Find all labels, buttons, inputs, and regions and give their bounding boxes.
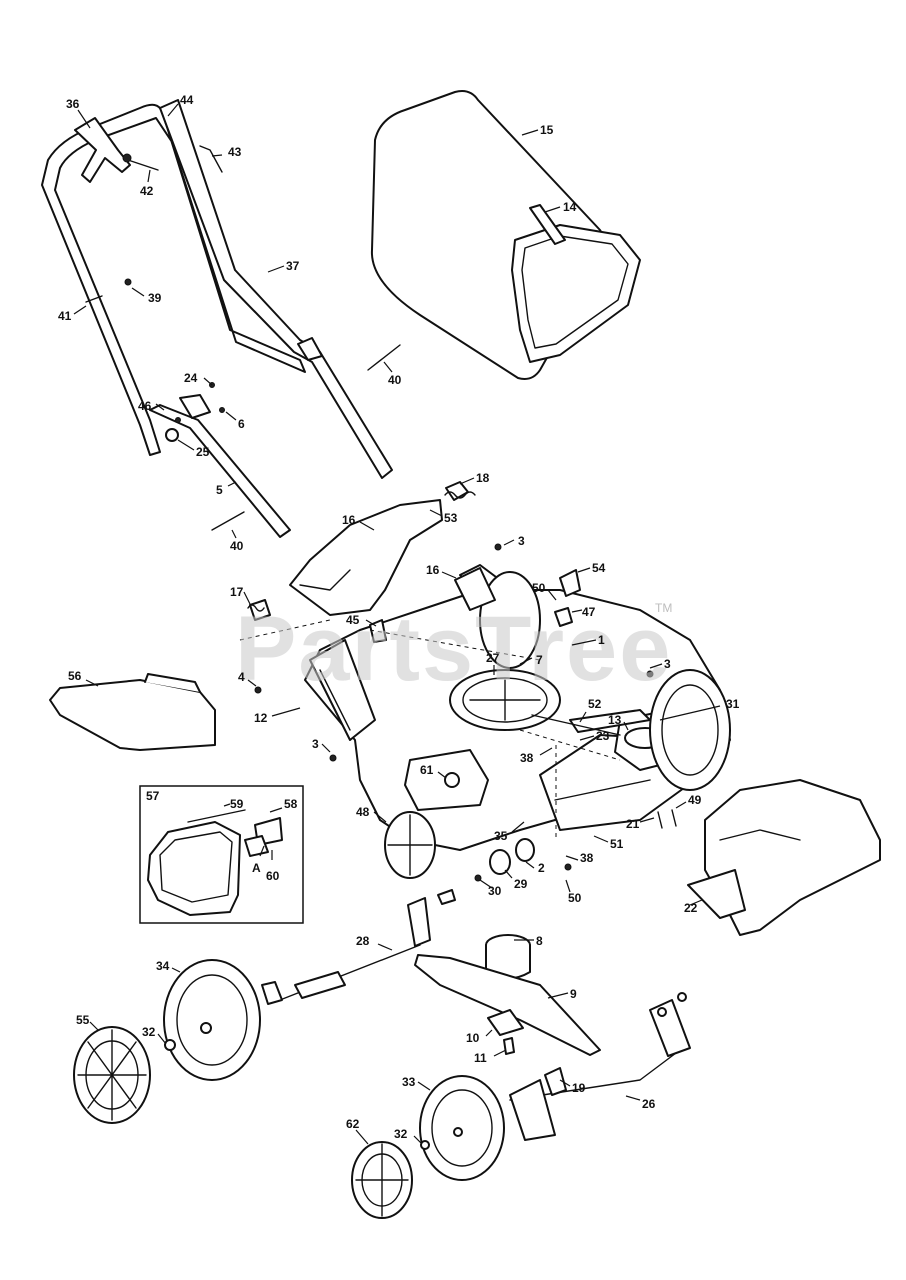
callout-16a: 16 — [342, 513, 356, 527]
blade — [414, 954, 601, 1056]
callout-37: 37 — [286, 259, 300, 273]
callout-41: 41 — [58, 309, 72, 323]
callout-9: 9 — [570, 987, 577, 1001]
callout-4: 4 — [238, 670, 245, 684]
callout-17: 17 — [230, 585, 244, 599]
callout-55: 55 — [76, 1013, 90, 1027]
hubcap-55 — [73, 1026, 151, 1124]
callout-53: 53 — [444, 511, 458, 525]
side-discharge-cover — [49, 673, 216, 751]
callout-32a: 32 — [142, 1025, 156, 1039]
callout-19: 19 — [572, 1081, 586, 1095]
callout-11: 11 — [474, 1051, 487, 1065]
callout-27: 27 — [486, 651, 500, 665]
callout-5: 5 — [216, 483, 223, 497]
callout-31: 31 — [726, 697, 740, 711]
callout-40b: 40 — [230, 539, 244, 553]
callout-6: 6 — [238, 417, 245, 431]
callout-62: 62 — [346, 1117, 360, 1131]
callout-36: 36 — [66, 97, 80, 111]
callout-25: 25 — [196, 445, 210, 459]
lower-handle — [85, 99, 401, 538]
callout-34: 34 — [156, 959, 170, 973]
callout-3a: 3 — [518, 534, 525, 548]
callout-30: 30 — [488, 884, 502, 898]
upper-handle — [41, 103, 306, 456]
callout-16b: 16 — [426, 563, 440, 577]
rear-wheel-right — [649, 669, 731, 791]
callout-57: 57 — [146, 789, 160, 803]
callout-26: 26 — [642, 1097, 656, 1111]
callout-61: 61 — [420, 763, 434, 777]
callout-48: 48 — [356, 805, 370, 819]
callout-2: 2 — [538, 861, 545, 875]
callout-40a: 40 — [388, 373, 402, 387]
callout-A: A — [252, 861, 261, 875]
callout-50b: 50 — [568, 891, 582, 905]
callout-3c: 3 — [312, 737, 319, 751]
callout-47: 47 — [582, 605, 596, 619]
watermark-trademark: TM — [655, 601, 672, 615]
callout-58: 58 — [284, 797, 298, 811]
callout-44: 44 — [180, 93, 194, 107]
callout-28: 28 — [356, 934, 370, 948]
grass-bag — [370, 90, 641, 380]
callout-59: 59 — [230, 797, 244, 811]
callout-52: 52 — [588, 697, 602, 711]
callout-22: 22 — [684, 901, 698, 915]
callout-23: 23 — [596, 729, 610, 743]
callout-1: 1 — [598, 633, 605, 647]
mulch-plug — [687, 779, 881, 936]
rear-wheel-left — [454, 567, 541, 669]
gears — [474, 809, 677, 882]
callout-10: 10 — [466, 1031, 480, 1045]
watermark: PartsTree TM — [235, 598, 672, 700]
callout-24: 24 — [184, 371, 198, 385]
callout-38b: 38 — [580, 851, 594, 865]
callouts: 36 44 43 42 37 41 39 40 24 46 6 25 5 40 … — [58, 93, 740, 1145]
callout-38a: 38 — [520, 751, 534, 765]
callout-8: 8 — [536, 934, 543, 948]
front-wheel-left — [163, 959, 261, 1081]
callout-49: 49 — [688, 793, 702, 807]
callout-21: 21 — [626, 817, 640, 831]
front-wheel-right — [419, 1075, 505, 1181]
callout-18: 18 — [476, 471, 490, 485]
callout-33: 33 — [402, 1075, 416, 1089]
callout-51: 51 — [610, 837, 624, 851]
deck-front-left — [249, 543, 654, 762]
callout-50a: 50 — [532, 581, 546, 595]
callout-15: 15 — [540, 123, 554, 137]
pulley-48 — [384, 811, 436, 879]
callout-46: 46 — [138, 399, 152, 413]
watermark-text: PartsTree — [235, 598, 672, 700]
callout-32b: 32 — [394, 1127, 408, 1141]
spring-parts — [247, 491, 581, 627]
drive-cable — [239, 619, 621, 840]
height-adjuster — [509, 992, 691, 1141]
axle-assembly — [261, 889, 456, 1005]
callout-7: 7 — [536, 653, 543, 667]
rear-shield — [289, 481, 469, 616]
callout-39: 39 — [148, 291, 162, 305]
callout-12: 12 — [254, 711, 268, 725]
callout-43: 43 — [228, 145, 242, 159]
callout-3b: 3 — [664, 657, 671, 671]
callout-56: 56 — [68, 669, 82, 683]
callout-45: 45 — [346, 613, 360, 627]
callout-29: 29 — [514, 877, 528, 891]
callout-13: 13 — [608, 713, 622, 727]
callout-35: 35 — [494, 829, 508, 843]
callout-54: 54 — [592, 561, 606, 575]
callout-42: 42 — [140, 184, 154, 198]
inset-box — [139, 785, 304, 924]
callout-60: 60 — [266, 869, 280, 883]
hubcap-62 — [351, 1141, 413, 1219]
callout-14: 14 — [563, 200, 577, 214]
